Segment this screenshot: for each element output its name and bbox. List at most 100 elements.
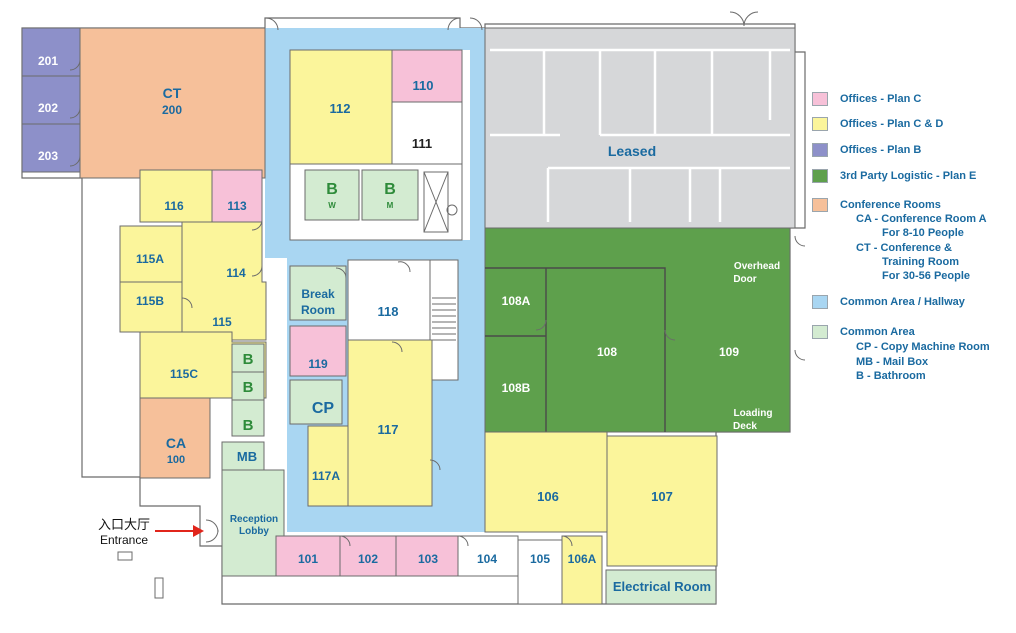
label-118: 118 — [378, 304, 399, 319]
area-leased[interactable] — [484, 27, 796, 229]
label-103: 103 — [418, 552, 438, 566]
label-electrical: Electrical Room — [613, 579, 711, 594]
room-101[interactable] — [275, 535, 341, 577]
column-marker — [446, 204, 458, 216]
label-deck: Deck — [733, 421, 757, 432]
label-112: 112 — [330, 101, 351, 116]
room-118[interactable] — [347, 259, 431, 341]
room-electrical[interactable] — [605, 569, 717, 605]
legend-logistic: 3rd Party Logistic - Plan E — [812, 169, 976, 183]
label-bathroom-3: B — [243, 417, 254, 434]
label-102: 102 — [358, 552, 378, 566]
room-202[interactable] — [21, 75, 81, 125]
elevator-shaft — [423, 171, 449, 233]
room-111[interactable] — [391, 101, 463, 165]
label-106a: 106A — [568, 552, 597, 566]
label-108: 108 — [597, 345, 617, 359]
label-105: 105 — [530, 552, 550, 566]
legend-conference: Conference Rooms — [812, 198, 941, 212]
legend-conf-ca-capacity: For 8-10 People — [882, 227, 964, 239]
door-swings — [69, 11, 806, 547]
room-105[interactable] — [517, 539, 563, 605]
room-ct-200[interactable] — [79, 27, 266, 179]
legend-common: Common Area — [812, 325, 915, 339]
label-115a: 115A — [136, 252, 164, 266]
room-112[interactable] — [289, 49, 393, 165]
room-106a[interactable] — [561, 535, 603, 605]
entrance-step-2 — [154, 577, 164, 599]
room-117a[interactable] — [307, 425, 349, 507]
room-107[interactable] — [606, 435, 718, 567]
entrance-label-zh: 入口大厅 — [97, 518, 150, 533]
legend-label-conference: Conference Rooms — [840, 199, 941, 211]
legend-label-common: Common Area — [840, 326, 915, 338]
entrance-label-en: Entrance — [99, 533, 149, 547]
room-bathroom-3[interactable] — [231, 399, 265, 437]
label-111: 111 — [412, 136, 432, 151]
label-115c: 115C — [170, 367, 198, 381]
room-104[interactable] — [457, 535, 519, 577]
label-bathroom-m-sub: M — [387, 201, 394, 210]
legend-conf-ct: CT - Conference & — [856, 242, 952, 254]
legend-label-offices-cd: Offices - Plan C & D — [840, 118, 944, 130]
leased-partitions — [490, 48, 790, 222]
room-116[interactable] — [139, 169, 213, 223]
room-break[interactable] — [289, 265, 347, 321]
legend-hallway: Common Area / Hallway — [812, 295, 965, 309]
room-110[interactable] — [391, 49, 463, 103]
label-201: 201 — [38, 54, 58, 68]
label-break: Break — [301, 287, 335, 301]
room-119[interactable] — [289, 325, 347, 377]
room-bathroom-m[interactable] — [361, 169, 419, 221]
label-101: 101 — [298, 552, 318, 566]
legend-common-mb: MB - Mail Box — [856, 356, 929, 368]
label-117a: 117A — [312, 469, 340, 483]
logistic-partitions — [485, 267, 666, 432]
legend-conf-ct-name: Training Room — [882, 256, 959, 268]
label-116: 116 — [164, 199, 184, 213]
label-cp: CP — [312, 400, 335, 417]
legend-swatch-logistic — [812, 169, 828, 183]
legend-swatch-common — [812, 325, 828, 339]
area-logistic[interactable] — [484, 227, 791, 433]
room-copy[interactable] — [289, 379, 343, 425]
room-117[interactable] — [347, 339, 433, 507]
entrance-step-1 — [117, 551, 133, 561]
label-117: 117 — [378, 422, 399, 437]
legend-swatch-offices-cd — [812, 117, 828, 131]
label-reception: Reception — [230, 514, 278, 525]
room-106[interactable] — [484, 431, 608, 533]
label-203: 203 — [38, 149, 58, 163]
label-107: 107 — [651, 489, 673, 504]
legend-offices-b: Offices - Plan B — [812, 143, 921, 157]
label-overhead: Overhead — [734, 261, 780, 272]
legend-label-hallway: Common Area / Hallway — [840, 296, 965, 308]
label-108b: 108B — [502, 381, 531, 395]
label-bathroom-w: B — [326, 181, 338, 198]
legend-conf-ca: CA - Conference Room A — [856, 213, 987, 225]
room-bathroom-w[interactable] — [304, 169, 360, 221]
stairs-treads — [432, 297, 456, 341]
label-119: 119 — [308, 357, 328, 371]
entrance-arrow — [155, 525, 204, 537]
label-ct: CT — [163, 85, 182, 101]
room-201[interactable] — [21, 27, 81, 77]
legend-label-offices-c: Offices - Plan C — [840, 93, 922, 105]
label-room: Room — [301, 303, 335, 317]
stairs — [429, 259, 459, 381]
room-ca-100[interactable] — [139, 397, 211, 479]
room-203[interactable] — [21, 123, 81, 173]
legend-swatch-offices-b — [812, 143, 828, 157]
room-115b[interactable] — [119, 281, 183, 333]
legend-swatch-conference — [812, 198, 828, 212]
label-110: 110 — [413, 78, 434, 93]
label-ct-200: 200 — [162, 103, 182, 117]
reception-lobby[interactable] — [221, 469, 285, 577]
legend-common-cp: CP - Copy Machine Room — [856, 341, 990, 353]
label-door: Door — [733, 274, 756, 285]
label-109: 109 — [719, 345, 739, 359]
legend-offices-c: Offices - Plan C — [812, 92, 921, 106]
room-bathroom-1[interactable] — [231, 343, 265, 373]
label-114: 114 — [226, 266, 246, 280]
